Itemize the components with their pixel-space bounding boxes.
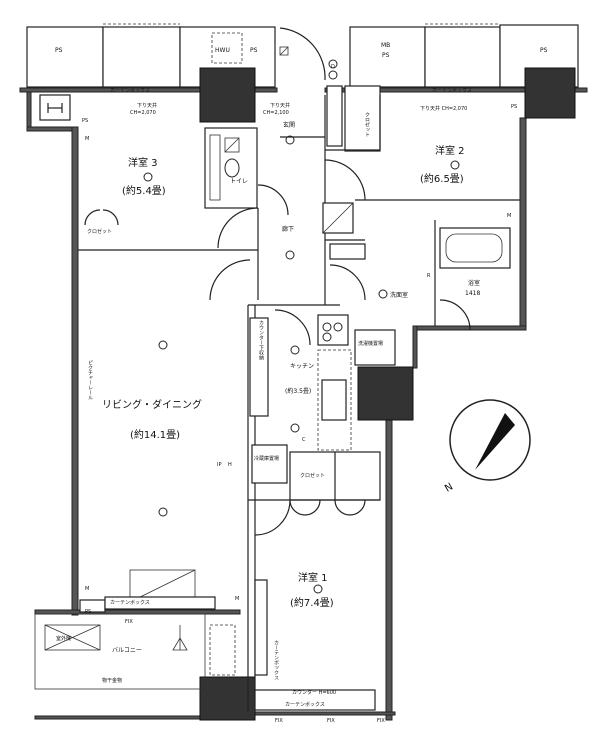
fix-label: FIX bbox=[275, 718, 283, 724]
room-western3-size: (約5.4畳) bbox=[122, 184, 166, 197]
room-bath-name: 浴室 bbox=[468, 279, 480, 287]
ps-box-1 bbox=[26, 26, 104, 88]
room-western1-name: 洋室 1 bbox=[298, 571, 328, 584]
mb-ps-box bbox=[349, 26, 426, 88]
fix-label: FIX bbox=[125, 619, 133, 625]
ps-label: PS bbox=[85, 609, 91, 615]
labels: PS HWU PS MB PS PS PS PS PS カーテンボックス カーテ… bbox=[55, 42, 548, 724]
ceiling-height-label: CH=2,070 bbox=[130, 110, 156, 116]
room-entrance: 玄関 bbox=[283, 121, 295, 129]
entrance-door-swing bbox=[279, 27, 326, 81]
meter-label: M bbox=[85, 586, 89, 592]
c-label: C bbox=[302, 437, 306, 443]
pillar-bottom bbox=[199, 676, 256, 721]
room-kitchen-size: (約3.5畳) bbox=[285, 387, 311, 395]
meter-label: M bbox=[85, 136, 89, 142]
meter-label: M bbox=[507, 213, 511, 219]
room-western2-name: 洋室 2 bbox=[435, 144, 465, 157]
door-swings bbox=[84, 159, 471, 536]
fix-label: FIX bbox=[327, 718, 335, 724]
counter-storage-label: カウンター下収納 bbox=[258, 320, 264, 361]
pillar-middle bbox=[357, 366, 414, 421]
d-label: D bbox=[331, 64, 335, 70]
ceiling-height-label: CH=2,100 bbox=[263, 110, 289, 116]
ceiling-label: 下り天井 bbox=[270, 102, 290, 109]
ceiling-label: 下り天井 CH=2,070 bbox=[420, 105, 467, 112]
outdoor-unit-label: 室外機 bbox=[56, 635, 71, 642]
top-box-2 bbox=[102, 26, 181, 88]
curtain-box-label: カーテンボックス bbox=[432, 87, 472, 94]
room-hallway: 廊下 bbox=[282, 225, 294, 233]
room-western1-size: (約7.4畳) bbox=[290, 596, 334, 609]
picture-rail-label: ピクチャーレール bbox=[87, 360, 93, 400]
closet-label: クロゼット bbox=[87, 228, 112, 235]
room-kitchen-name: キッチン bbox=[290, 363, 314, 370]
toilet-walls bbox=[204, 127, 258, 209]
room-living-size: (約14.1畳) bbox=[130, 428, 180, 441]
fridge-space-label: 冷蔵庫置場 bbox=[254, 455, 279, 462]
counter-label: カウンター H=600 bbox=[292, 689, 336, 696]
interior-walls bbox=[78, 85, 520, 712]
closet-vertical-label: クロゼット bbox=[364, 112, 370, 137]
pillar-top-left bbox=[199, 67, 256, 123]
room-bath-size: 1418 bbox=[465, 290, 480, 297]
top-service-boxes bbox=[26, 23, 579, 88]
curtain-box-vertical-label: カーテンボックス bbox=[273, 640, 279, 680]
room-western3-name: 洋室 3 bbox=[128, 156, 158, 169]
top-box-6 bbox=[424, 26, 501, 88]
curtain-box-label: カーテンボックス bbox=[110, 87, 150, 94]
ceiling-label: 下り天井 bbox=[137, 102, 157, 109]
balcony bbox=[34, 613, 236, 690]
ps-label: PS bbox=[511, 104, 517, 110]
compass-north-label: N bbox=[443, 481, 455, 494]
room-washroom: 洗面室 bbox=[390, 291, 408, 299]
r-label: R bbox=[427, 273, 431, 279]
hwu-label: HWU bbox=[215, 47, 230, 54]
h-label: H bbox=[228, 462, 232, 468]
compass: N bbox=[443, 399, 531, 495]
fix-label: FIX bbox=[377, 718, 385, 724]
room-balcony: バルコニー bbox=[112, 647, 142, 654]
room-living-name: リビング・ダイニング bbox=[102, 398, 202, 411]
closet-label: クロゼット bbox=[300, 472, 325, 479]
ps-label: PS bbox=[250, 47, 258, 54]
ps-label: PS bbox=[82, 118, 88, 124]
ps-label: PS bbox=[382, 52, 390, 59]
mb-label: MB bbox=[381, 42, 390, 49]
ceiling-lights bbox=[143, 135, 460, 594]
meter-label: M bbox=[235, 596, 239, 602]
ip-label: IP bbox=[217, 462, 222, 468]
room-toilet: トイレ bbox=[230, 178, 248, 185]
curtain-box-label: カーテンボックス bbox=[285, 701, 325, 708]
room-western2-size: (約6.5畳) bbox=[420, 172, 464, 185]
pillar-top-right bbox=[524, 67, 576, 119]
ps-label: PS bbox=[55, 47, 63, 54]
curtain-box-label: カーテンボックス bbox=[110, 599, 150, 606]
outdoor-unit bbox=[44, 624, 101, 651]
washer-space-label: 洗濯機置場 bbox=[358, 340, 383, 347]
laundry-hardware-label: 物干金物 bbox=[102, 677, 122, 684]
ps-label: PS bbox=[540, 47, 548, 54]
